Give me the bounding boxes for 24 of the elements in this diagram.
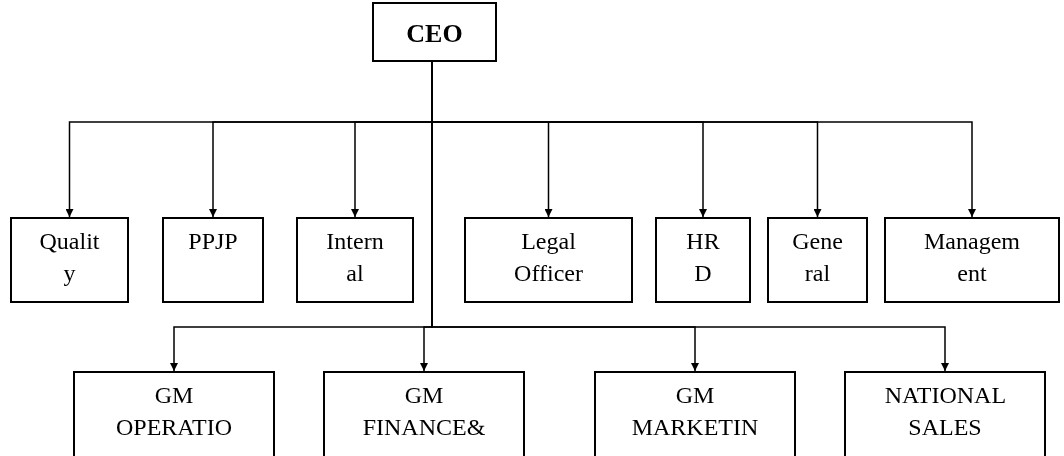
department-box [464, 217, 633, 303]
box-label: Qualit y [39, 227, 100, 289]
box-label: PPJP [188, 227, 238, 256]
department-box [884, 217, 1060, 303]
box-label: Gene ral [792, 227, 843, 289]
department-box [594, 371, 796, 456]
ceo-box [372, 2, 497, 62]
box-label: HR D [686, 227, 720, 289]
department-box [296, 217, 414, 303]
department-box [10, 217, 129, 303]
box-label: Managem ent [924, 227, 1020, 289]
department-box [162, 217, 264, 303]
department-box [323, 371, 525, 456]
box-label: GM OPERATIO [116, 381, 232, 443]
box-label: CEO [406, 18, 463, 50]
department-box [844, 371, 1046, 456]
box-label: GM MARKETIN [631, 381, 759, 443]
department-box [767, 217, 868, 303]
box-label: Intern al [326, 227, 384, 289]
department-box [655, 217, 751, 303]
box-label: GM FINANCE& [362, 381, 486, 443]
box-label: NATIONAL SALES [884, 381, 1006, 443]
department-box [73, 371, 275, 456]
box-label: Legal Officer [514, 227, 583, 289]
